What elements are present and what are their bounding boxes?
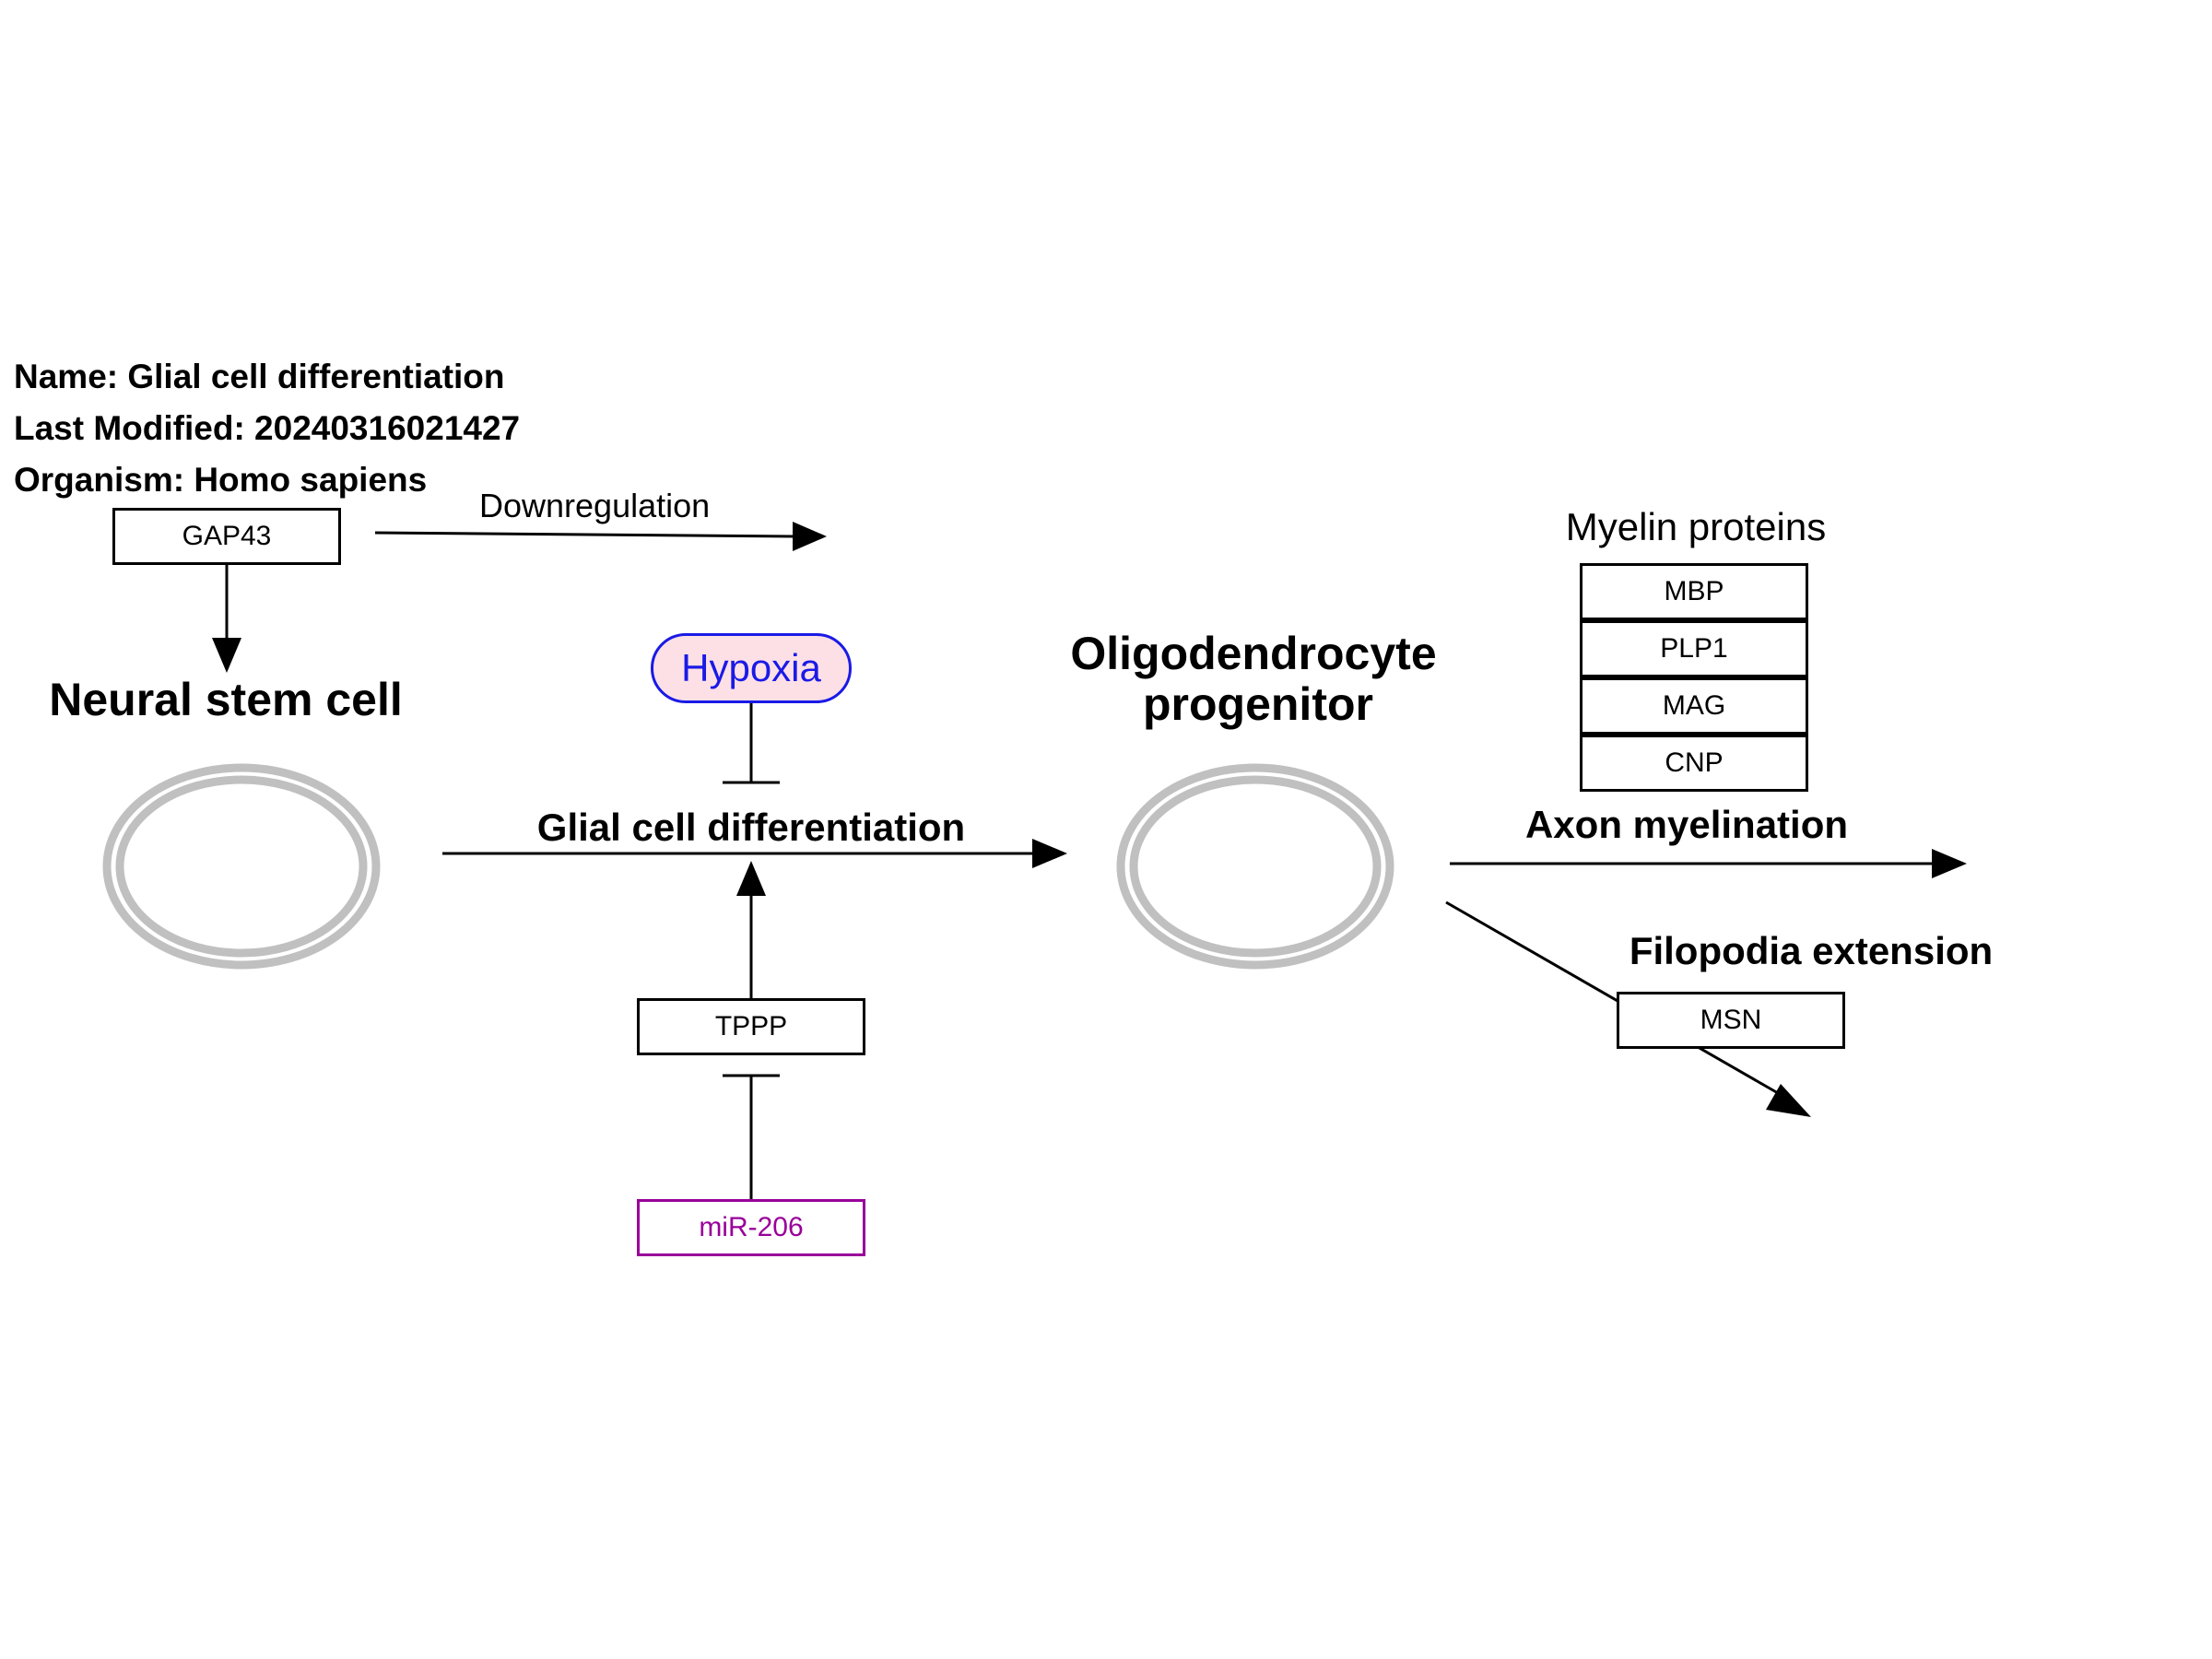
tppp-stimulation-arrow — [736, 861, 766, 999]
oligodendrocyte-progenitor-shape — [1116, 763, 1394, 970]
gene-node-msn[interactable]: MSN — [1617, 992, 1845, 1049]
mir206-inhibition-edge — [723, 1074, 780, 1199]
axon-myelination-label: Axon myelination — [1524, 803, 1849, 846]
glial-differentiation-label: Glial cell differentiation — [536, 806, 966, 849]
myelin-proteins-label: Myelin proteins — [1565, 505, 1827, 548]
hypoxia-inhibition-edge — [723, 703, 780, 784]
oligodendrocyte-label-line2: progenitor — [1143, 678, 1373, 730]
neural-stem-cell-shape — [102, 763, 381, 970]
oligodendrocyte-label-line1: Oligodendrocyte — [1070, 628, 1437, 679]
gap43-to-neural-stem-cell-arrow — [212, 564, 241, 673]
hypoxia-node[interactable]: Hypoxia — [651, 633, 852, 703]
filopodia-extension-arrow — [1445, 900, 1811, 1117]
organism: Organism: Homo sapiens — [14, 461, 428, 499]
pathway-name: Name: Glial cell differentiation — [14, 358, 505, 395]
gene-node-plp1[interactable]: PLP1 — [1580, 620, 1808, 677]
glial-differentiation-arrow — [442, 839, 1067, 868]
axon-myelination-arrow — [1450, 849, 1967, 878]
gene-node-mbp[interactable]: MBP — [1580, 563, 1808, 620]
gene-node-gap43[interactable]: GAP43 — [112, 508, 341, 565]
downregulation-arrow — [374, 522, 827, 551]
last-modified: Last Modified: 20240316021427 — [14, 409, 521, 447]
gene-node-tppp[interactable]: TPPP — [637, 998, 865, 1055]
mirna-node-mir206[interactable]: miR-206 — [637, 1199, 865, 1256]
filopodia-extension-label: Filopodia extension — [1629, 929, 1994, 972]
gene-node-mag[interactable]: MAG — [1580, 677, 1808, 735]
neural-stem-cell-label: Neural stem cell — [49, 674, 403, 725]
downregulation-label: Downregulation — [479, 487, 711, 524]
gene-node-cnp[interactable]: CNP — [1580, 735, 1808, 792]
